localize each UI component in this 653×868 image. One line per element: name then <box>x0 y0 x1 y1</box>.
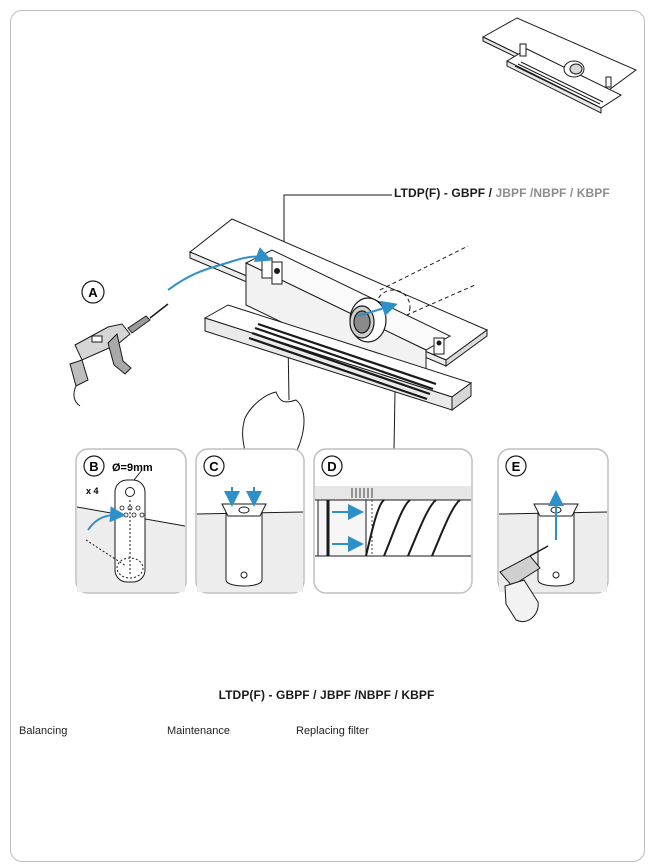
page-frame <box>10 10 645 862</box>
drill-icon <box>69 303 169 407</box>
panel-c <box>195 448 305 594</box>
panel-d <box>313 448 473 594</box>
tab-maintenance[interactable]: Maintenance <box>167 725 230 737</box>
step-e-label: E <box>512 459 521 474</box>
slot-grille <box>203 304 473 411</box>
step-c-marker <box>203 455 225 477</box>
step-a-label: A <box>88 285 98 300</box>
step-c-label: C <box>209 459 219 474</box>
duct-spigot <box>349 297 387 343</box>
step-b-label: B <box>89 459 98 474</box>
panel-b <box>75 448 187 594</box>
product-label-top-rest: JBPF /NBPF / KBPF <box>492 186 610 200</box>
step-a-marker <box>81 280 105 304</box>
thumbnail-unit <box>481 17 637 114</box>
step-d-label: D <box>327 459 336 474</box>
duct-dashed-lines <box>375 245 476 325</box>
quantity-label: x 4 <box>86 486 99 496</box>
tab-balancing[interactable]: Balancing <box>19 725 68 737</box>
main-arrows <box>167 247 398 317</box>
screwdriver-icon <box>499 545 549 622</box>
hole-diameter-label: Ø=9mm <box>112 462 153 474</box>
product-label-top: LTDP(F) - GBPF / JBPF /NBPF / KBPF <box>394 186 610 200</box>
step-d-marker <box>321 455 343 477</box>
step-b-marker <box>83 455 105 477</box>
tab-replacing-filter[interactable]: Replacing filter <box>296 725 369 737</box>
product-label-top-primary: LTDP(F) - GBPF / <box>394 186 493 200</box>
product-label-bottom: LTDP(F) - GBPF / JBPF /NBPF / KBPF <box>218 688 435 702</box>
step-e-marker <box>505 455 527 477</box>
